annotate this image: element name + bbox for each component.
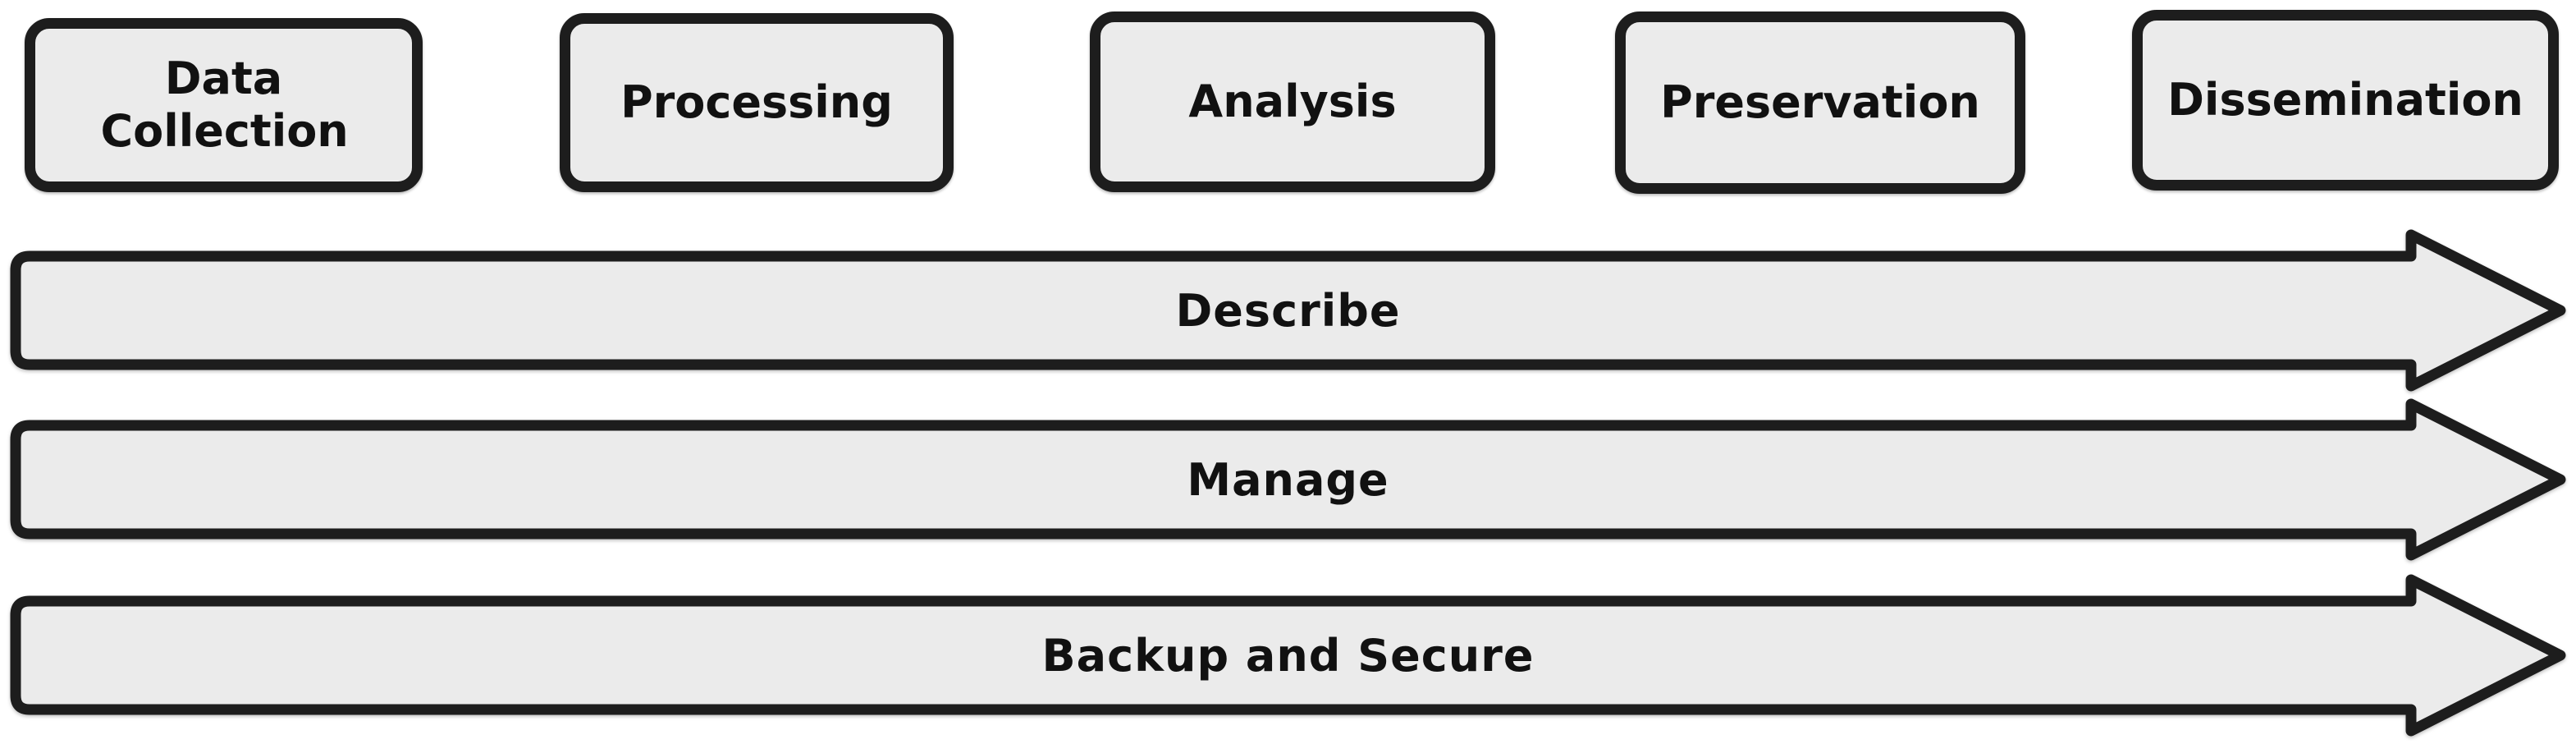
stage-box-dissemination: Dissemination [2132, 10, 2559, 191]
stage-label-dissemination: Dissemination [2167, 74, 2523, 126]
stage-label-processing: Processing [620, 76, 893, 129]
arrow-label-describe: Describe [1175, 284, 1401, 337]
stage-box-preservation: Preservation [1615, 11, 2025, 194]
right-arrow-icon [10, 574, 2566, 737]
arrow-backup-and-secure: Backup and Secure [0, 568, 2576, 742]
arrow-label-manage: Manage [1187, 453, 1389, 506]
stage-box-processing: Processing [560, 13, 954, 192]
stage-label-preservation: Preservation [1660, 76, 1980, 129]
stage-box-data-collection: Data Collection [25, 18, 423, 192]
stage-box-analysis: Analysis [1090, 11, 1495, 192]
stage-label-analysis: Analysis [1188, 76, 1397, 128]
arrow-describe: Describe [0, 223, 2576, 397]
right-arrow-icon [10, 398, 2566, 561]
right-arrow-icon [10, 229, 2566, 392]
arrow-label-backup-and-secure: Backup and Secure [1041, 629, 1535, 682]
arrow-manage: Manage [0, 393, 2576, 567]
stage-label-data-collection: Data Collection [100, 53, 349, 157]
